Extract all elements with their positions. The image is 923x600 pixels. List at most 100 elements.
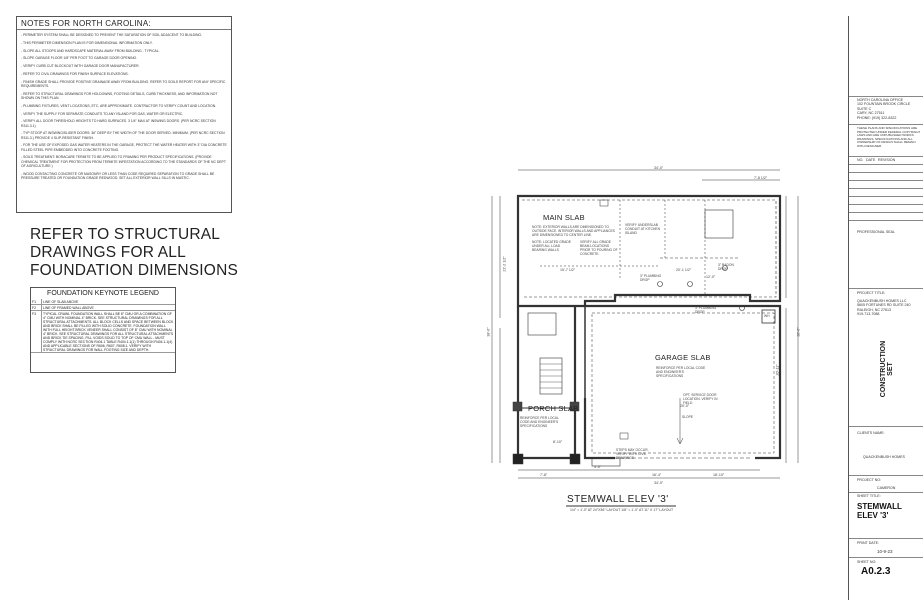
dim-porch-width: 8'-10" [553,440,563,444]
note-item: - VERIFY CURB CUT BLOCKOUT WITH GARAGE D… [21,64,140,69]
dim-right: 38'-0" [796,327,801,337]
dim-mid: 12'-0" [706,275,716,279]
main-slab-label: MAIN SLAB [543,213,585,222]
dim-bottom-left: 7'-8" [540,473,548,477]
legend-key: F1 [31,299,42,305]
dim-garage-width: 20'-0" [680,404,690,408]
garage-reinforce-note: REINFORCE PER LOCAL CODE AND ENGINEER'S … [656,366,706,378]
note-item: - SLOPE GARAGE FLOOR 1/8" PER FOOT TO GA… [21,56,138,61]
note-item: - REFER TO STRUCTURAL DRAWINGS FOR HOLDO… [21,91,218,100]
grade-note: NOTE: LOCATED GRADE UNDER ALL LOAD BEARI… [532,240,571,252]
office-line: CARY, NC 27511 [857,111,885,116]
project-title-line: QUACKENBUSH HOMES LLC [857,299,907,303]
project-title: QUACKENBUSH HOMES LLC 5605 FORTUNES RD S… [857,299,910,317]
big-note-line: FOUNDATION DIMENSIONS [30,262,239,279]
project-no-label: PROJECT NO: [857,478,882,482]
divider [849,538,923,539]
sheet-title-line: STEMWALL [857,502,902,511]
divider [849,492,923,493]
dim-side: 20'-11" [775,364,780,376]
notes-divider [17,29,231,30]
dim-mid: 15'-7 1/2" [560,268,576,272]
legend-key: F2 [31,304,42,311]
project-title-line: 919-713-7088 [857,312,880,317]
porch-reinforce-note: REINFORCE PER LOCAL CODE AND ENGINEER'S … [520,416,559,428]
note-item: - FINISH GRADE SHALL PROVIDE POSITIVE DR… [21,79,226,88]
plan-scale-note: 1/4" = 1'-0" AT 24"X36" LAYOUT 1/8" = 1'… [570,508,674,512]
office-line: SUITE C [857,106,872,111]
stemwall-plan-drawing [491,169,799,479]
note-item: - FOR THE USE OF EXPOSED GAS WATER HEATE… [21,143,227,152]
big-note-line: DRAWINGS FOR ALL [30,244,186,261]
water-heater-label: WH [764,314,770,318]
dim-side: 21'-2 1/2" [502,256,507,272]
service-door-note: OPT. SERVICE DOOR LOCATION. VERIFY IN FI… [683,393,718,405]
note-item: - VERIFY ALL DOOR THRESHOLD HEIGHTS TO H… [21,119,216,128]
plumbing-drop-label: 3" PLUMBING DROP [695,306,717,314]
project-title-line: RALEIGH, NC 27613 [857,307,891,312]
divider [849,204,923,205]
divider [849,426,923,427]
plumbing-drop-label: 3" PLUMBING DROP [640,274,662,282]
note-item: - TYP STOOP AT INSWING/SLIDER DOORS: 36"… [21,131,225,140]
legend-table: F1 LINE OF SLAB ABOVE F2 LINE OF FRAMED … [31,299,175,353]
clients-name-label: CLIENTS NAME: [857,431,885,435]
legend-title: FOUNDATION KEYNOTE LEGEND [47,290,159,297]
office-address: NORTH CAROLINA OFFICE 102 FOUNTAIN BROOK… [857,98,910,120]
divider [849,212,923,213]
note-item: - PERIMETER SYSTEM SHALL BE DESIGNED TO … [21,33,202,37]
dim-top-right: 7'-8 1/2" [754,176,768,180]
dim-left: 38'-0" [486,327,491,337]
legend-text: LINE OF SLAB ABOVE [41,299,175,305]
professional-seal-label: PROFESSIONAL SEAL [857,230,896,234]
project-title-line: 5605 FORTUNES RD SUITE 240 [857,303,911,308]
office-line: PHONE: (919) 322-8322 [857,115,897,120]
divider [849,156,923,157]
legend-text: LINE OF FRAMED WALL ABOVE [41,304,175,311]
divider [849,188,923,189]
structural-reference-note: REFER TO STRUCTURAL DRAWINGS FOR ALL FOU… [30,226,238,280]
dim-bottom-right: 18'-10" [713,473,725,477]
garage-slab-label: GARAGE SLAB [655,353,711,362]
print-date-label: PRINT DATE: [857,541,880,545]
sheet-no-label: SHEET NO: [857,560,877,564]
divider [849,220,923,221]
plan-title-underline [566,505,676,507]
note-item: - SOILS TREATMENT: BORACARE TERMITE TO B… [21,155,226,168]
construction-set-label: CONSTRUCTION SET [880,340,894,398]
exterior-wall-note: NOTE: EXTERIOR WALLS ARE DIMENSIONED TO … [532,225,615,237]
radon-drop-label: 3" RADON DROP [718,263,734,271]
divider [849,475,923,476]
note-item: - WOOD CONTACTING CONCRETE OR MASONRY OR… [21,171,215,180]
legend-row: F2 LINE OF FRAMED WALL ABOVE [31,304,175,311]
keynote-legend: FOUNDATION KEYNOTE LEGEND F1 LINE OF SLA… [30,287,176,373]
sheet-title-line: ELEV '3' [857,511,889,520]
office-line: 102 FOUNTAIN BROOK CIRCLE [857,102,911,107]
dim-bottom-mid: 16'-4" [652,473,662,477]
dim-top: 34'-0" [654,166,664,170]
sheet-title-label: SHEET TITLE: [857,494,881,498]
big-note-line: REFER TO STRUCTURAL [30,226,221,243]
copyright-note: THESE PLANS AND SPECIFICATIONS ARE PROTE… [857,126,921,148]
divider [849,172,923,173]
office-line: NORTH CAROLINA OFFICE [857,98,904,102]
print-date: 10-9-23 [877,549,893,554]
divider [849,96,923,97]
sheet-number: A0.2.3 [861,566,891,577]
note-item: - VERIFY THE SUPPLY FOR SEPARATE CONDUIT… [21,111,184,116]
note-item: - PLUMBING FIXTURES, VENT LOCATIONS, ETC… [21,103,217,108]
divider [849,557,923,558]
project-title-label: PROJECT TITLE: [857,291,886,295]
project-no: CAMERON [877,486,896,490]
divider [849,164,923,165]
rev-header-date: DATE [866,158,876,162]
plan-title: STEMWALL ELEV '3' [567,494,669,505]
legend-row: F1 LINE OF SLAB ABOVE [31,299,175,305]
note-item: - REFER TO CIVIL DRAWINGS FOR FINISH SUR… [21,71,129,76]
divider [849,180,923,181]
rev-header-no: NO. [857,158,864,162]
porch-slab-label: PORCH SLAB [528,404,579,413]
slope-label: SLOPE [682,415,693,419]
grade-beam-note: VERIFY ALL GRADE BEAM LOCATIONS PRIOR TO… [580,240,618,256]
steps-note: STEPS MAY OCCUR, VERIFY WITH CIVIL DRAWI… [616,448,649,460]
